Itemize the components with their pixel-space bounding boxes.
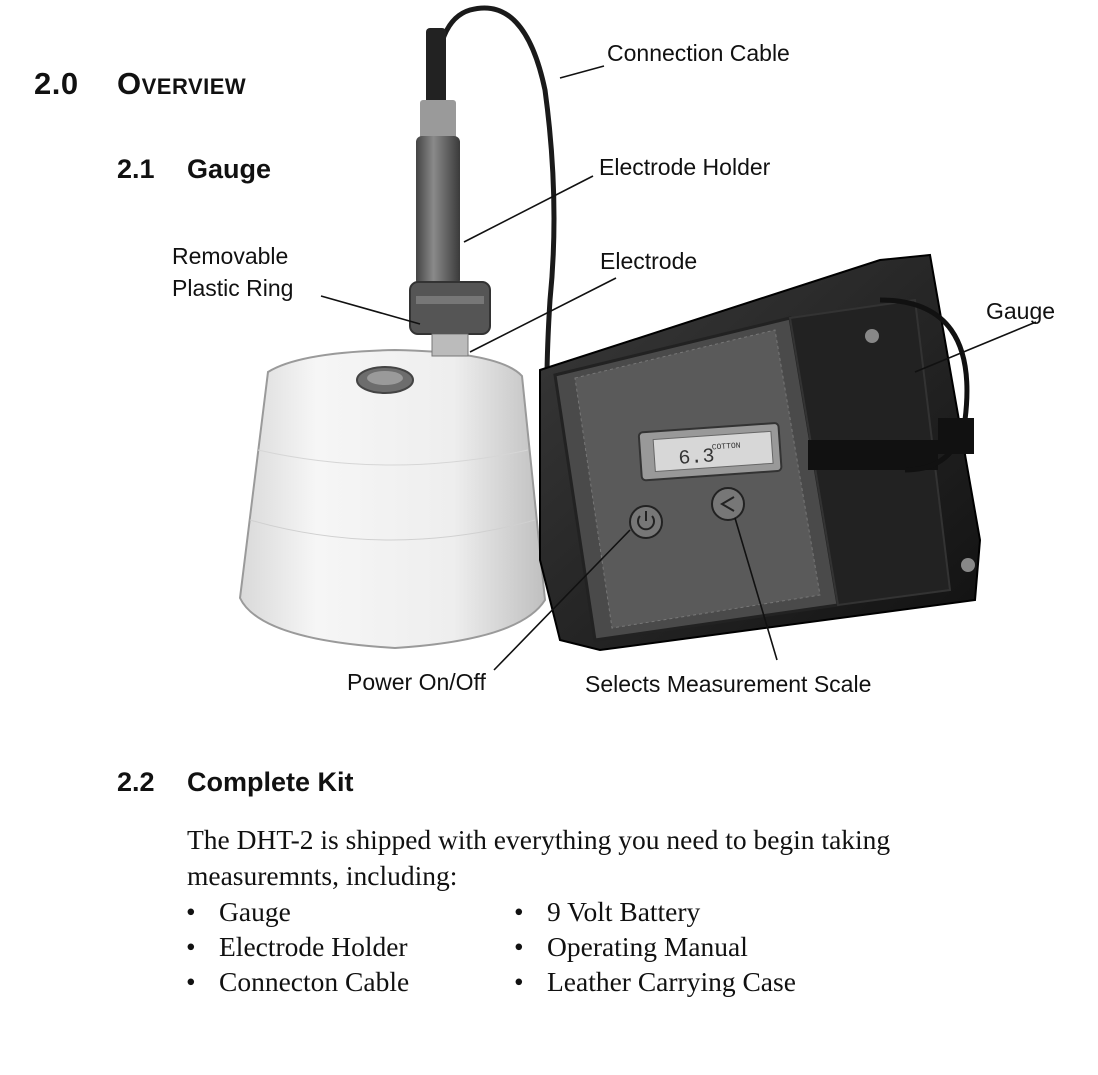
- list-item: • Operating Manual: [514, 929, 796, 964]
- callout-selects-scale: Selects Measurement Scale: [585, 669, 871, 700]
- electrode-holder: [410, 100, 490, 356]
- kit-item-label: Operating Manual: [547, 931, 748, 962]
- bullet-icon: •: [186, 964, 196, 999]
- bullet-icon: •: [514, 929, 524, 964]
- callout-removable-ring-line1: Removable: [172, 241, 288, 272]
- list-item: • Connecton Cable: [186, 964, 409, 999]
- kit-item-label: 9 Volt Battery: [547, 896, 700, 927]
- bullet-icon: •: [186, 929, 196, 964]
- gauge-device: 6.3 COTTON: [540, 255, 980, 650]
- kit-intro-paragraph: The DHT-2 is shipped with everything you…: [187, 822, 1007, 894]
- subsection-number-kit: 2.2: [117, 767, 155, 798]
- list-item: • Electrode Holder: [186, 929, 409, 964]
- bullet-icon: •: [514, 964, 524, 999]
- cable-connector: [426, 28, 446, 108]
- list-item: • Gauge: [186, 894, 409, 929]
- lcd-reading: 6.3: [678, 445, 716, 470]
- callout-power: Power On/Off: [347, 667, 486, 698]
- product-photo: 6.3 COTTON: [0, 0, 1098, 720]
- scale-button-icon: [712, 488, 744, 520]
- callout-connection-cable: Connection Cable: [607, 38, 790, 69]
- kit-list-right: • 9 Volt Battery • Operating Manual • Leath…: [514, 894, 796, 999]
- callout-gauge: Gauge: [986, 296, 1055, 327]
- kit-list-left: • Gauge • Electrode Holder • Connecton Cabl…: [186, 894, 409, 999]
- kit-item-label: Leather Carrying Case: [547, 966, 796, 997]
- subsection-title-kit: Complete Kit: [187, 767, 354, 798]
- list-item: • Leather Carrying Case: [514, 964, 796, 999]
- yarn-cone: [240, 350, 545, 648]
- bullet-icon: •: [186, 894, 196, 929]
- kit-item-label: Connecton Cable: [219, 966, 409, 997]
- bullet-icon: •: [514, 894, 524, 929]
- kit-item-label: Gauge: [219, 896, 291, 927]
- callout-electrode: Electrode: [600, 246, 697, 277]
- callout-removable-ring-line2: Plastic Ring: [172, 273, 293, 304]
- kit-item-label: Electrode Holder: [219, 931, 408, 962]
- callout-electrode-holder: Electrode Holder: [599, 152, 770, 183]
- power-button-icon: [630, 506, 662, 538]
- list-item: • 9 Volt Battery: [514, 894, 796, 929]
